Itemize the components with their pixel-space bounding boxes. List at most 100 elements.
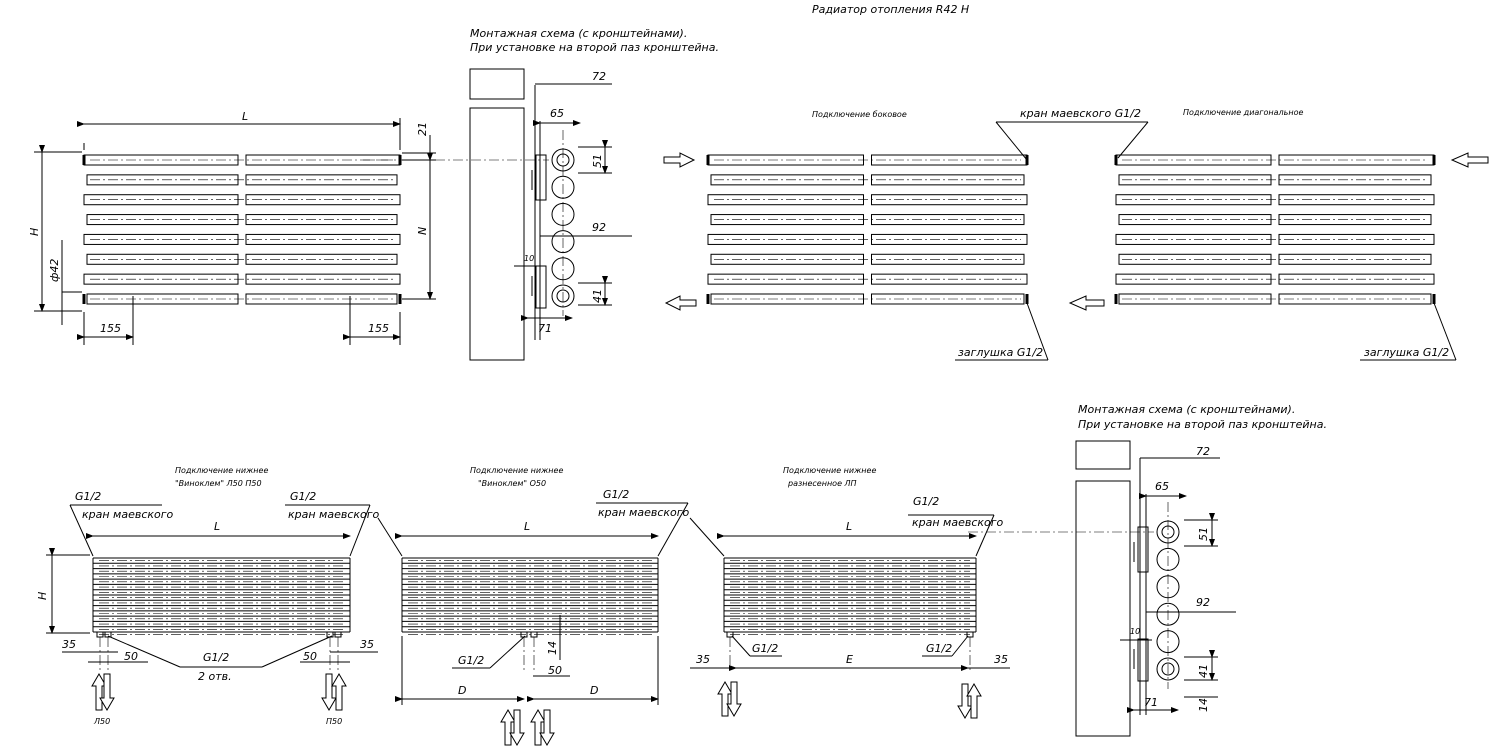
mount-top-dim-51: 51 (591, 154, 604, 168)
tube-right (245, 214, 398, 226)
drawing-title: Радиатор отопления R42 H (812, 3, 969, 16)
bottom-c-dim-35-left: 35 (696, 653, 710, 666)
mount-bottom-caption-1: Монтажная схема (с кронштейнами). (1078, 403, 1295, 416)
bottom-conn-b: Подключение нижнее "Виноклем" О50 G1/2 к… (377, 466, 690, 746)
mount-top-tubes (363, 130, 575, 316)
bottom-b-valve: кран маевского (598, 506, 690, 519)
side-connection: Подключение боковое кран маевского G1/2 … (663, 107, 1149, 361)
dim-155-left: 155 (100, 322, 121, 335)
mount-top-dim-41: 41 (591, 289, 604, 303)
bottom-a-valve-right: кран маевского (288, 508, 380, 521)
diag-inlet-arrow (1450, 152, 1489, 168)
bottom-a-holes: 2 отв. (198, 670, 232, 683)
tube-section (1156, 657, 1180, 681)
bottom-a-caption-2: "Виноклем" Л50 П50 (175, 479, 262, 488)
diag-conn-caption: Подключение диагональное (1183, 108, 1303, 117)
bottom-a-dim-50-left: 50 (124, 650, 138, 663)
mount-top-dim-10: 10 (524, 254, 534, 263)
bottom-c-dim-35-right: 35 (994, 653, 1008, 666)
bottom-c-g-right: G1/2 (926, 642, 952, 655)
dim-21: 21 (416, 122, 429, 136)
mount-bottom-dim-41: 41 (1197, 664, 1210, 678)
bottom-b-dim-L: L (524, 520, 530, 533)
bottom-b-dim-D-left: D (458, 684, 466, 697)
mount-bottom-dim-10: 10 (1130, 627, 1140, 636)
bottom-c-dim-L: L (846, 520, 852, 533)
tube-left (83, 233, 239, 245)
mount-top-caption-2: При установке на второй паз кронштейна. (470, 41, 719, 54)
bottom-c-down-arrow (726, 681, 742, 717)
mount-top-dim-92: 92 (592, 221, 606, 234)
bottom-a-dim-L: L (214, 520, 220, 533)
bottom-b-dim-D-right: D (590, 684, 598, 697)
bottom-b-panel (401, 557, 659, 672)
wall-top-block (469, 68, 525, 100)
bottom-b-dim-14: 14 (546, 641, 559, 655)
bottom-conn-c: Подключение нижнее разнесенное ЛП G1/2 к… (689, 466, 1010, 719)
tube-right (245, 174, 398, 186)
bottom-a-panel (92, 557, 351, 672)
bracket-top (535, 154, 547, 201)
tube-right (245, 273, 401, 285)
bottom-b-up-arrow-2 (530, 709, 546, 746)
side-outlet-arrow (664, 295, 697, 311)
tube-right (1278, 214, 1432, 226)
tube-left (1115, 154, 1272, 166)
tube-section (1156, 602, 1180, 626)
bottom-c-caption-2: разнесенное ЛП (787, 479, 857, 488)
mount-bottom-dim-72: 72 (1196, 445, 1210, 458)
dim-H: H (28, 228, 41, 236)
dim-L: L (242, 110, 248, 123)
bottom-c-up-arrow-right (966, 683, 982, 719)
bottom-c-up-arrow (717, 681, 733, 717)
diagonal-connection: Подключение диагональное заглушка G1/2 (1068, 108, 1489, 361)
mount-bottom-dim-14: 14 (1197, 698, 1210, 712)
mount-top-caption-1: Монтажная схема (с кронштейнами). (470, 27, 687, 40)
bottom-b-dim-50: 50 (548, 664, 562, 677)
bottom-a-g-left: G1/2 (75, 490, 101, 503)
dim-155-right: 155 (368, 322, 389, 335)
front-view: L 21 N H ф42 155 155 (28, 110, 436, 345)
mount-bottom-dim-92: 92 (1196, 596, 1210, 609)
bottom-c-down-arrow-right (957, 683, 973, 719)
tube-section-inner (1161, 662, 1175, 676)
bottom-a-dim-50-right: 50 (303, 650, 317, 663)
bottom-b-up-arrow-1 (500, 709, 516, 746)
bottom-a-label-right: П50 (326, 717, 342, 726)
bottom-a-down-arrow-right (321, 673, 337, 711)
bottom-b-g-top: G1/2 (603, 488, 629, 501)
tube-left (83, 273, 239, 285)
mount-top-dim-71: 71 (538, 322, 552, 335)
bottom-c-panel (723, 557, 977, 672)
side-conn-tubes (706, 154, 1029, 305)
tube-left (83, 194, 239, 206)
bottom-c-caption-1: Подключение нижнее (783, 466, 876, 475)
bottom-c-dim-E: E (846, 653, 853, 666)
tube-right (245, 253, 398, 265)
bottom-b-g-center: G1/2 (458, 654, 484, 667)
bracket-bottom (535, 265, 547, 309)
mount-bottom-dim-51: 51 (1197, 527, 1210, 541)
bottom-b-down-arrow-1 (509, 709, 525, 746)
tube-left (1115, 233, 1272, 245)
tube-right (1278, 253, 1432, 265)
mount-bottom-dim-71: 71 (1144, 696, 1158, 709)
tube-left (1115, 273, 1272, 285)
bracket-bottom (1137, 638, 1149, 682)
tube-left (83, 154, 239, 166)
bottom-b-caption-2: "Виноклем" О50 (478, 479, 546, 488)
bottom-b-down-arrow-2 (539, 709, 555, 746)
bottom-c-g-left: G1/2 (752, 642, 778, 655)
bottom-a-dim-35-left: 35 (62, 638, 76, 651)
bottom-c-g-top: G1/2 (913, 495, 939, 508)
bottom-b-caption-1: Подключение нижнее (470, 466, 563, 475)
tube-right (245, 194, 401, 206)
bottom-a-label-left: Л50 (93, 717, 110, 726)
side-valve-label: кран маевского G1/2 (1020, 107, 1141, 120)
diag-outlet-arrow (1068, 295, 1105, 311)
bottom-a-up-arrow-left (91, 673, 107, 711)
bottom-a-down-arrow-left (99, 673, 115, 711)
wall-top (469, 107, 525, 361)
mount-bottom-tubes (968, 502, 1180, 689)
